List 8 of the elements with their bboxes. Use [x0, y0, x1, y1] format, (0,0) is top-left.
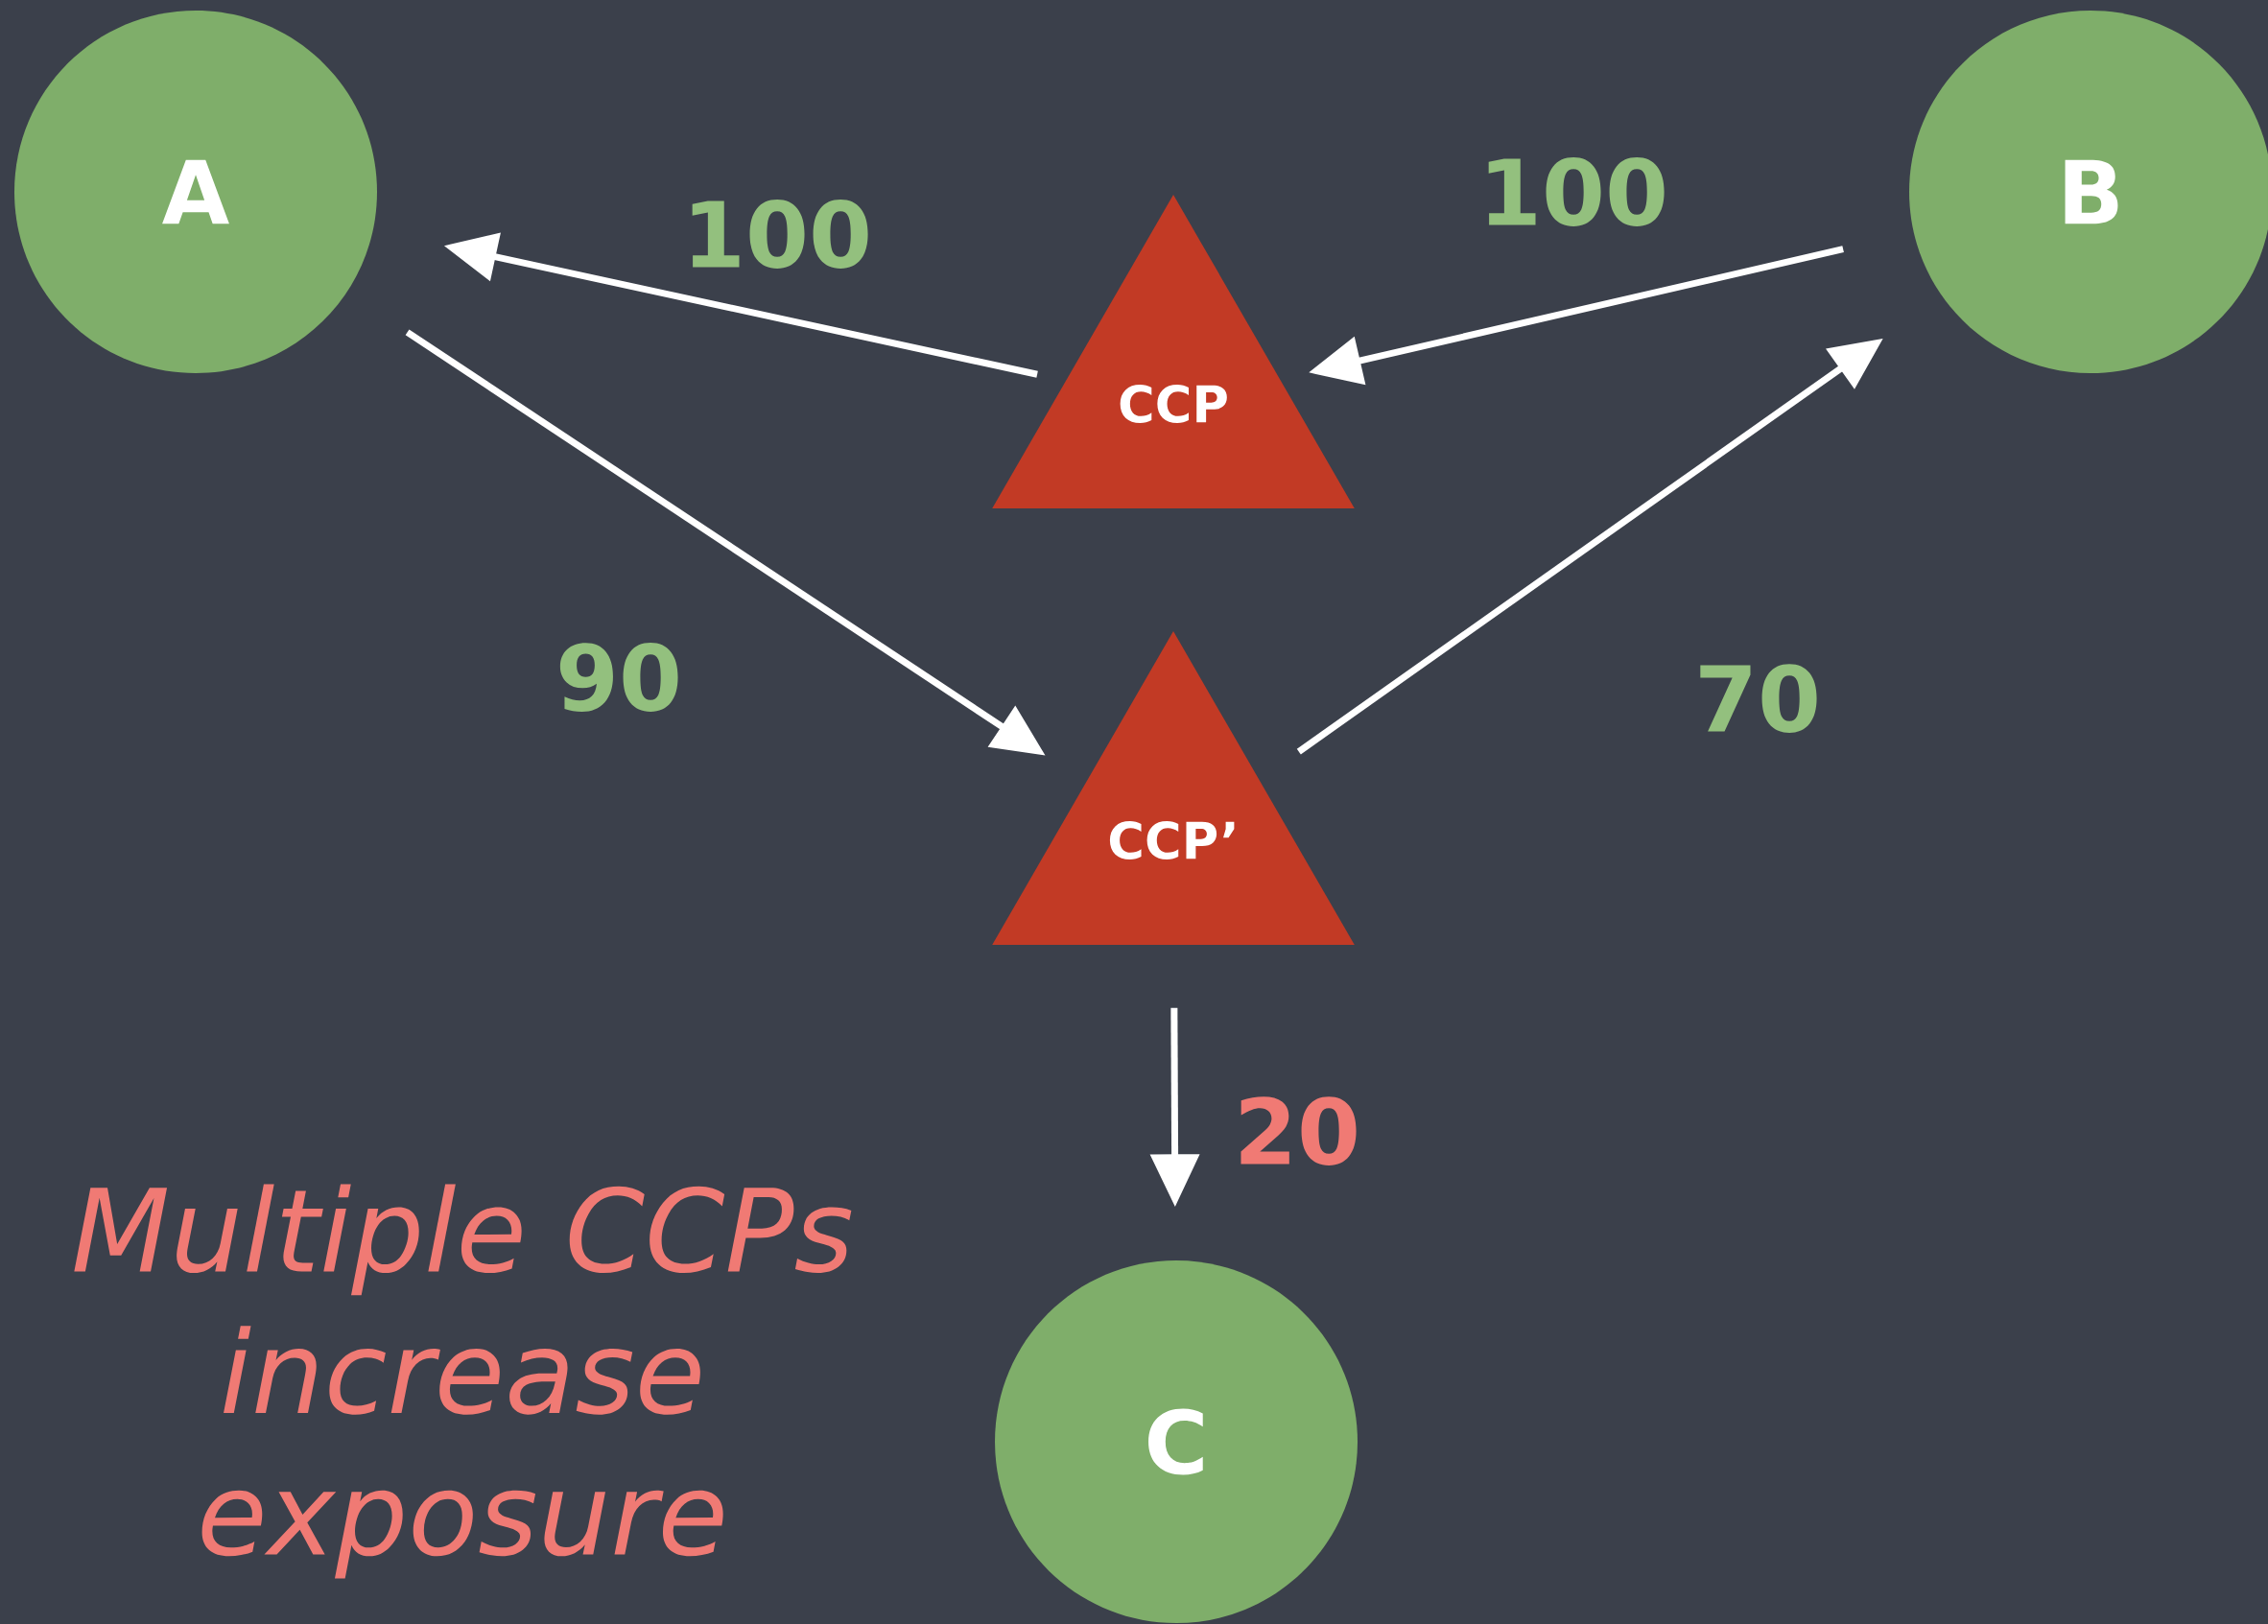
note-text: Multiple CCPs increase exposure: [74, 1184, 852, 1579]
edge-label: 100: [692, 200, 868, 269]
node-triangle: CCP’: [992, 631, 1355, 946]
edge-label: 100: [1488, 157, 1665, 226]
edge-label: 70: [1700, 664, 1817, 733]
node-triangle: CCP: [992, 195, 1355, 508]
edge-label: 90: [559, 643, 678, 712]
edge-label: 20: [1240, 1096, 1357, 1165]
